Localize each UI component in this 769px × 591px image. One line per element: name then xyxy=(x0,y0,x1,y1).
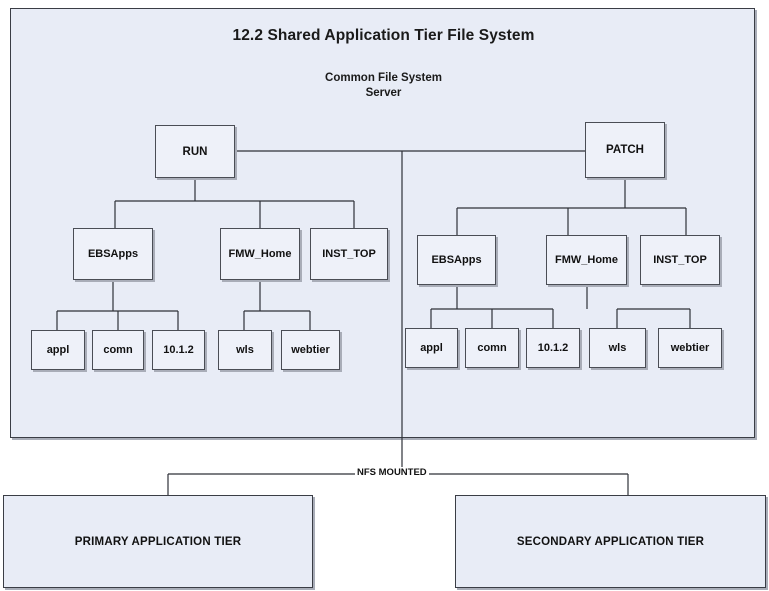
tier-secondary-application[interactable]: SECONDARY APPLICATION TIER xyxy=(455,495,766,588)
node-run-ebsapps-1012[interactable]: 10.1.2 xyxy=(152,330,205,370)
node-run[interactable]: RUN xyxy=(155,125,235,178)
node-patch-ebsapps-1012[interactable]: 10.1.2 xyxy=(526,328,580,368)
node-run-ebsapps-appl[interactable]: appl xyxy=(31,330,85,370)
node-run-ebsapps[interactable]: EBSApps xyxy=(73,228,153,280)
node-run-fmw-webtier[interactable]: webtier xyxy=(281,330,340,370)
node-run-inst-top[interactable]: INST_TOP xyxy=(310,228,388,280)
tier-primary-application[interactable]: PRIMARY APPLICATION TIER xyxy=(3,495,313,588)
node-patch-ebsapps-comn[interactable]: comn xyxy=(465,328,519,368)
node-run-fmw-wls[interactable]: wls xyxy=(218,330,272,370)
node-patch[interactable]: PATCH xyxy=(585,122,665,178)
node-run-ebsapps-comn[interactable]: comn xyxy=(92,330,144,370)
node-patch-ebsapps-appl[interactable]: appl xyxy=(405,328,458,368)
subtitle-line-2: Server xyxy=(365,87,402,99)
page-title: 12.2 Shared Application Tier File System xyxy=(232,27,535,44)
node-patch-fmw-webtier[interactable]: webtier xyxy=(658,328,722,368)
node-patch-ebsapps[interactable]: EBSApps xyxy=(417,235,496,285)
node-patch-inst-top[interactable]: INST_TOP xyxy=(640,235,720,285)
subtitle-line-1: Common File System xyxy=(325,72,442,84)
nfs-mounted-label: NFS MOUNTED xyxy=(355,467,429,478)
panel-subtitle: Common File System Server xyxy=(11,71,756,101)
common-file-system-panel: 12.2 Shared Application Tier File System… xyxy=(10,8,755,438)
node-patch-fmw-wls[interactable]: wls xyxy=(589,328,646,368)
node-patch-fmw-home[interactable]: FMW_Home xyxy=(546,235,627,285)
node-run-fmw-home[interactable]: FMW_Home xyxy=(220,228,300,280)
